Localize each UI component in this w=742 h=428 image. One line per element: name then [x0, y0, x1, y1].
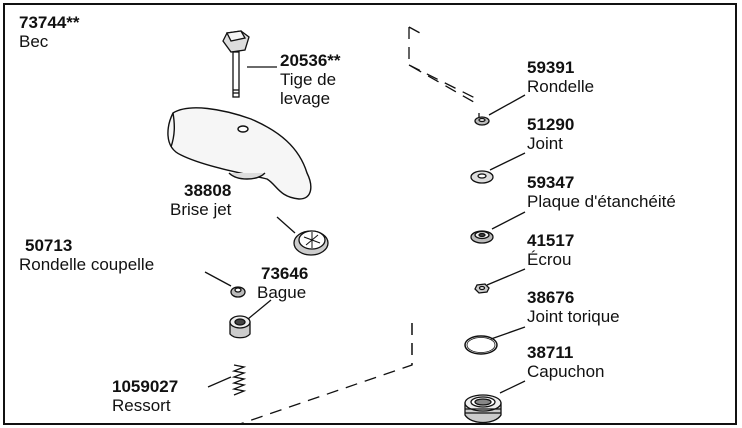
leader-gasket: [489, 152, 526, 171]
part-name: Ressort: [112, 396, 171, 415]
label-nut: 41517 Écrou: [527, 231, 574, 269]
aerator-part: [293, 230, 329, 256]
spring-part: [231, 364, 247, 396]
gasket-part: [470, 170, 494, 184]
part-number: 59347: [527, 173, 575, 192]
leader-o-ring: [490, 326, 526, 340]
part-name: Capuchon: [527, 362, 605, 381]
label-cap: 38711 Capuchon: [527, 343, 605, 381]
leader-ring: [247, 299, 272, 320]
parts-diagram-frame: 73744** Bec 20536** Tige de levage 38808…: [3, 3, 737, 425]
part-name: Joint: [527, 134, 563, 153]
cap-part: [464, 394, 502, 423]
part-number: 50713: [25, 236, 73, 255]
part-name: Bec: [19, 32, 49, 51]
label-aerator: 38808 Brise jet: [170, 181, 231, 219]
leader-spring: [207, 376, 232, 388]
part-number: 20536**: [280, 51, 341, 70]
part-name: Rondelle: [527, 77, 595, 96]
part-number: 59391: [527, 58, 575, 77]
label-spout: 73744** Bec: [19, 13, 80, 51]
ring-part: [229, 315, 251, 339]
label-lift-rod: 20536** Tige de levage: [280, 51, 341, 108]
part-name: Brise jet: [170, 200, 232, 219]
part-number: 38676: [527, 288, 575, 307]
part-name: Joint torique: [527, 307, 620, 326]
part-number: 73646: [261, 264, 309, 283]
leader-cup-washer: [204, 271, 232, 287]
part-name: Écrou: [527, 250, 572, 269]
part-name: Plaque d'étanchéité: [527, 192, 676, 211]
o-ring-part: [464, 335, 498, 355]
part-number: 38711: [527, 343, 574, 362]
label-spring: 1059027 Ressort: [112, 377, 178, 415]
label-seal-plate: 59347 Plaque d'étanchéité: [527, 173, 676, 211]
part-number: 38808: [184, 181, 232, 200]
leader-washer: [488, 94, 526, 116]
part-name: Bague: [257, 283, 307, 302]
part-number: 1059027: [112, 377, 179, 396]
cup-washer-part: [230, 286, 246, 298]
label-gasket: 51290 Joint: [527, 115, 574, 153]
washer-part: [474, 116, 490, 126]
part-number: 41517: [527, 231, 575, 250]
leader-nut: [486, 268, 526, 286]
assembly-dashed-line: [240, 26, 480, 423]
lift-rod-part: [222, 30, 250, 98]
nut-part: [474, 283, 490, 294]
parts-drawing: [167, 26, 526, 423]
part-number: 73744**: [19, 13, 80, 32]
label-ring: 73646 Bague: [257, 264, 308, 302]
leader-seal-plate: [491, 211, 526, 230]
seal-plate-part: [470, 230, 494, 244]
part-name: Rondelle coupelle: [19, 255, 155, 274]
label-o-ring: 38676 Joint torique: [527, 288, 620, 326]
spout-part: [167, 107, 312, 200]
label-cup-washer: 50713 Rondelle coupelle: [19, 236, 154, 274]
leader-cap: [499, 380, 526, 394]
part-number: 51290: [527, 115, 575, 134]
part-name: levage: [280, 89, 331, 108]
leader-aerator: [276, 216, 296, 234]
label-washer: 59391 Rondelle: [527, 58, 594, 96]
part-name: Tige de: [280, 70, 337, 89]
